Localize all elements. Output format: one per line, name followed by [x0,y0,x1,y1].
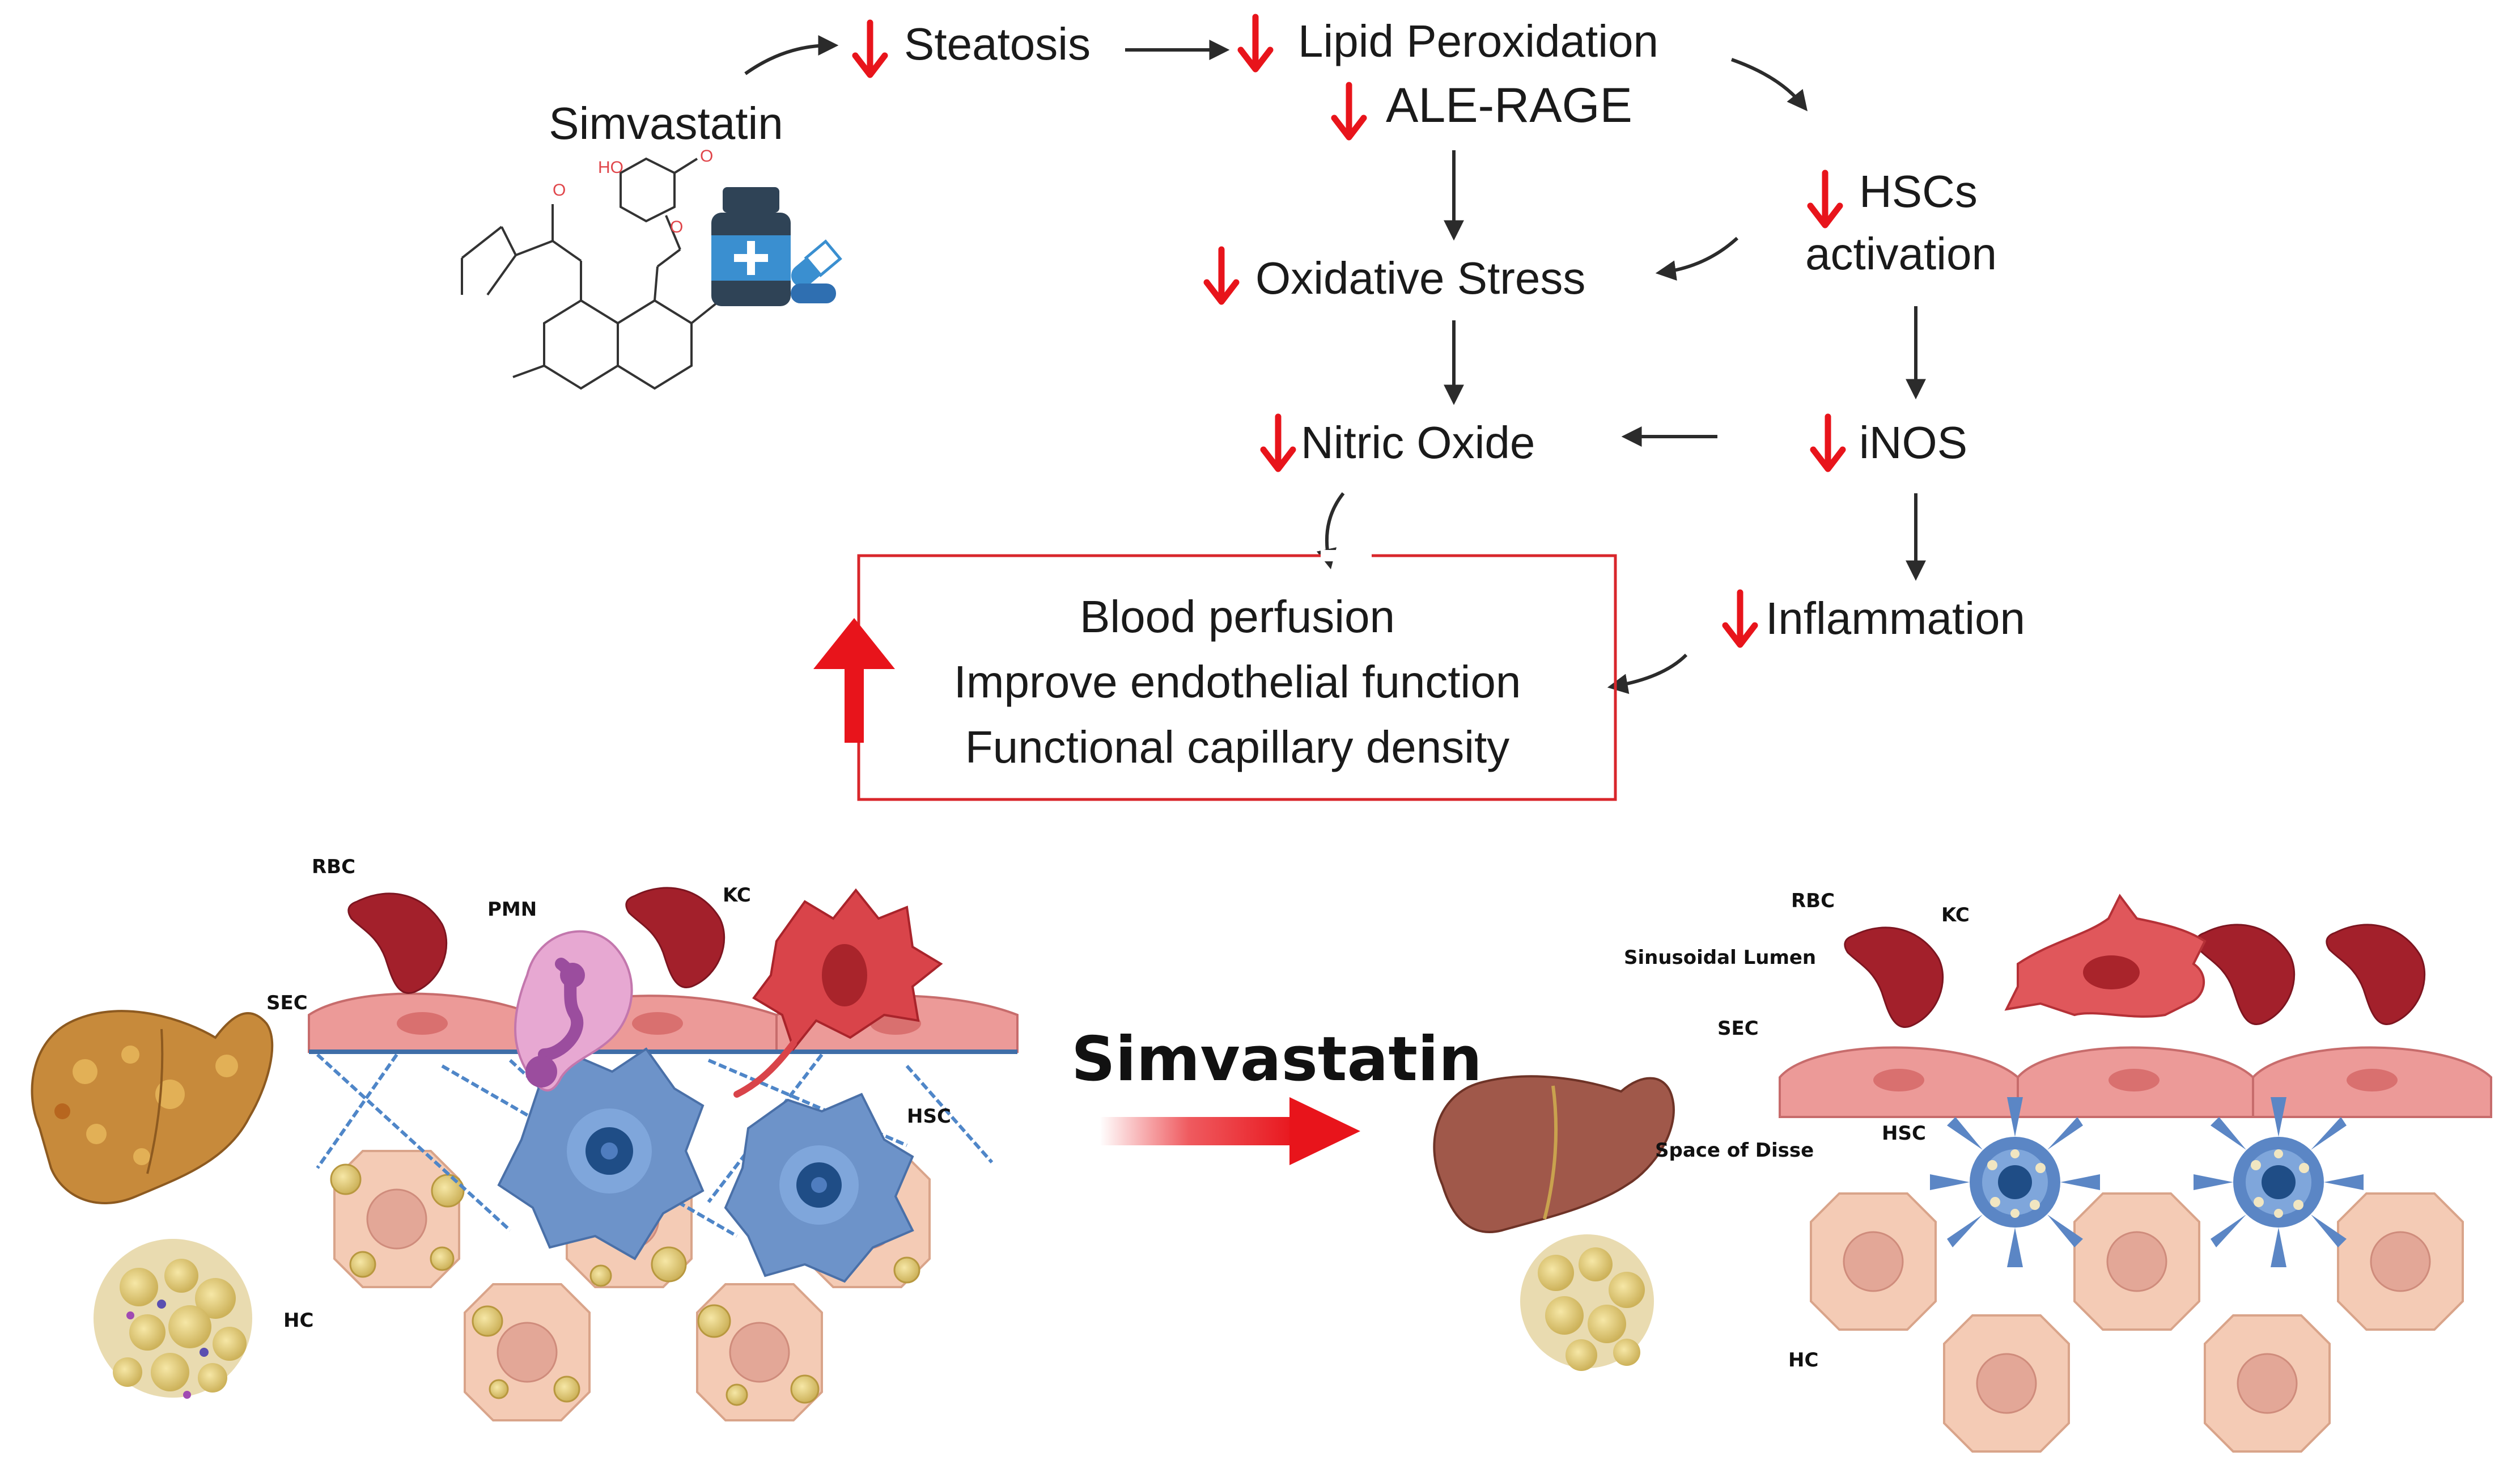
right-disse-label: Space of Disse [1655,1139,1814,1162]
right-hsc-label: HSC [1882,1122,1926,1145]
red-blood-cell [2195,924,2296,1026]
decrease-arrow-icon [1810,173,1840,225]
left-hc-label: HC [283,1309,313,1332]
decrease-arrow-icon [1813,417,1843,469]
healthy-liver-illustration [1433,1075,1675,1233]
treatment-label: Simvastatin [1071,1024,1482,1095]
steatosis-label: Steatosis [904,19,1091,69]
treatment-arrow [1100,1097,1360,1165]
nitric-oxide-label: Nitric Oxide [1301,417,1535,468]
decrease-arrow-icon [855,23,885,75]
left-kc-label: KC [723,884,751,907]
ale-rage-label: ALE-RAGE [1386,78,1632,133]
right-lumen-label: Sinusoidal Lumen [1624,946,1816,969]
left-sec-label: SEC [266,992,308,1014]
hscs-activation-label: activation [1805,228,1997,279]
left-hsc-label: HSC [907,1105,951,1128]
hscs-label: HSCs [1859,166,1978,217]
oxidative-stress-label: Oxidative Stress [1255,253,1585,303]
decrease-arrow-icon [1334,85,1364,137]
right-panel: RBC KC Sinusoidal Lumen SEC HSC Space of… [1433,890,2492,1453]
left-panel: RBC PMN KC SEC HSC HC [31,856,1019,1421]
red-blood-cell [347,892,448,995]
right-hc-label: HC [1788,1349,1818,1372]
healthy-cluster-illustration [1520,1234,1654,1371]
outcome-blood-perfusion: Blood perfusion [1080,591,1395,642]
left-pmn-label: PMN [487,898,537,921]
outcome-endothelial-function: Improve endothelial function [954,657,1521,707]
lipid-peroxidation-label: Lipid Peroxidation [1298,16,1658,66]
inos-label: iNOS [1859,417,1967,468]
drug-label: Simvastatin [549,98,783,149]
red-blood-cell [1844,926,1944,1029]
decrease-arrow-icon [1207,249,1236,302]
right-sec-label: SEC [1717,1017,1759,1040]
red-blood-cell [625,887,726,989]
neutrophil-pmn [514,930,633,1092]
inflammation-label: Inflammation [1766,593,2025,644]
flow-arrows [744,35,1926,694]
hepatic-stellate-cells-left [497,1047,914,1283]
steatotic-cluster-illustration [94,1239,252,1399]
kupffer-cell-right [2004,894,2207,1018]
medicine-bottle-icon [711,187,791,306]
decrease-arrow-icon [1241,17,1270,69]
capsule-icon [791,239,842,303]
left-rbc-label: RBC [312,856,355,878]
red-blood-cell [2326,924,2426,1026]
increase-arrow-icon [813,618,895,743]
decrease-arrow-icon [1725,593,1755,645]
molecule-structure-icon [461,157,721,390]
molecule-o-text: O [553,181,566,200]
right-kc-label: KC [1941,904,1970,926]
right-rbc-label: RBC [1791,890,1835,912]
molecule-ho-text: HO [598,158,623,177]
outcome-capillary-density: Functional capillary density [965,722,1509,772]
hepatocytes-right [1810,1192,2464,1453]
molecule-o3-text: O [670,218,683,236]
hepatic-stellate-cells-right [1930,1097,2364,1267]
decrease-arrow-icon [1263,417,1293,469]
molecule-o2-text: O [700,147,713,166]
fatty-liver-illustration [31,1010,274,1204]
sinusoidal-endothelial-cells-right [1779,1046,2492,1118]
kupffer-cell-left [733,888,943,1098]
